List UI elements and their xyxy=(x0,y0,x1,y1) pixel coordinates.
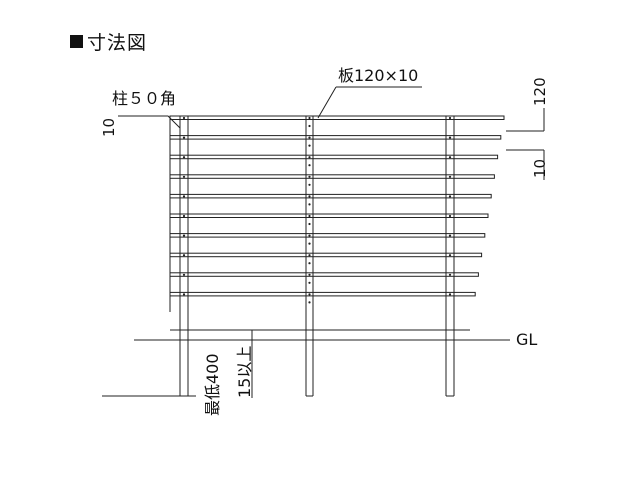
screw-dot xyxy=(308,222,311,226)
figure-heading: 寸法図 xyxy=(70,28,147,55)
screw-dot xyxy=(308,281,311,284)
screw-dot xyxy=(182,234,186,237)
screw-dot xyxy=(448,116,452,120)
screw-dot xyxy=(308,195,311,198)
screw-dot xyxy=(308,273,311,276)
fence-board xyxy=(169,213,489,218)
screw-dot xyxy=(308,203,311,206)
square-bullet-icon xyxy=(70,35,83,48)
screw-dot xyxy=(448,234,452,237)
screw-dot xyxy=(448,195,452,198)
screw-dot xyxy=(182,293,186,296)
screw-dot xyxy=(448,254,452,257)
board-leader-line-diagonal xyxy=(317,86,337,119)
top-gap-dimension: 10 xyxy=(100,118,118,137)
screw-dot xyxy=(308,124,311,128)
board-pitch-dimension: 120 xyxy=(531,77,549,106)
screw-dot xyxy=(308,301,311,304)
screw-dot xyxy=(308,254,311,257)
board-gap-dimension: 10 xyxy=(531,159,549,178)
screw-dot xyxy=(448,156,452,159)
screw-dot xyxy=(308,175,311,178)
heading-text: 寸法図 xyxy=(87,32,148,54)
fence-board xyxy=(169,135,502,140)
screw-dot xyxy=(182,116,186,120)
screw-dot xyxy=(308,242,311,245)
screw-dot xyxy=(182,175,186,178)
screw-dot xyxy=(308,144,311,147)
post-label: 柱５０角 xyxy=(112,89,176,108)
screw-dot xyxy=(182,273,186,276)
post-leader-line xyxy=(118,115,181,129)
center-post-hidden-outline xyxy=(305,115,314,331)
screw-dot xyxy=(308,214,311,218)
screw-dot xyxy=(308,164,311,167)
embed-dimension: 15以上 xyxy=(235,346,254,398)
fence-board xyxy=(169,233,486,238)
screw-dot xyxy=(308,116,311,120)
screw-dot xyxy=(448,273,452,276)
min-depth-dimension: 最低400 xyxy=(203,353,222,416)
screw-dot xyxy=(308,262,311,265)
fence-board xyxy=(169,252,483,258)
ground-label: GL xyxy=(516,330,537,349)
screw-dot xyxy=(308,156,311,159)
screw-dot xyxy=(182,195,186,198)
fence-board xyxy=(169,193,492,199)
screw-dot xyxy=(448,175,452,178)
fence-board xyxy=(169,291,476,297)
screw-dot xyxy=(182,254,186,257)
screw-dot xyxy=(448,136,452,139)
screw-dot xyxy=(448,293,452,296)
screw-dot xyxy=(308,293,311,296)
board-label: 板120×10 xyxy=(338,66,418,85)
screw-dot xyxy=(308,234,311,237)
fence-board xyxy=(169,154,499,160)
screw-dot xyxy=(182,214,186,218)
screw-dot xyxy=(182,156,186,159)
fence-board xyxy=(169,272,479,277)
screw-dot xyxy=(308,136,311,139)
screw-dot xyxy=(448,214,452,218)
screw-dot xyxy=(182,136,186,139)
screw-dot xyxy=(308,183,311,186)
